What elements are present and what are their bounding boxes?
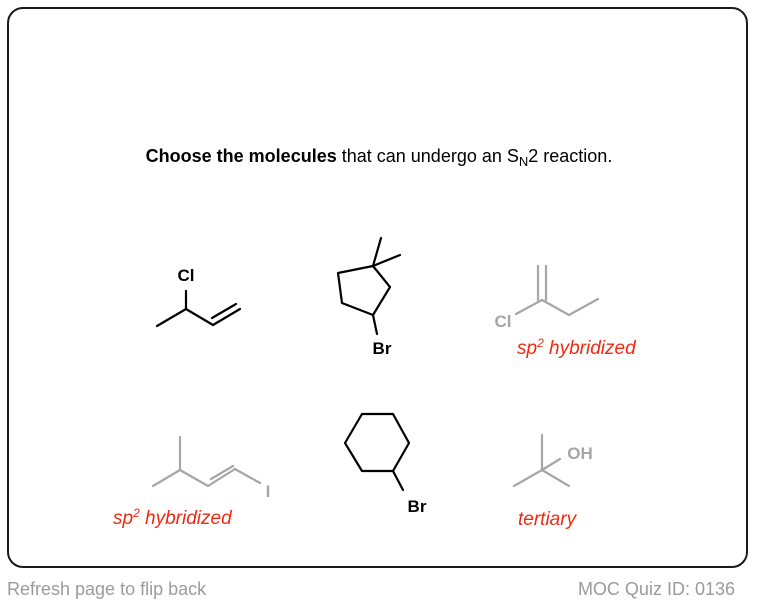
question-part2: 2 reaction. xyxy=(528,146,613,166)
molecule-chlorobutene-vinyl[interactable]: Cl xyxy=(495,264,600,331)
question-subscript: N xyxy=(518,154,529,169)
atom-label: OH xyxy=(567,444,593,463)
atom-label: Br xyxy=(408,497,427,516)
question-bold: Choose the molecules xyxy=(145,146,337,166)
molecule-bromo-dimethylcyclopentane[interactable]: Br xyxy=(336,236,402,358)
molecule-chlorobutene[interactable]: Cl xyxy=(155,266,242,328)
quiz-id: MOC Quiz ID: 0136 xyxy=(577,579,735,599)
note-sp2-hybridized: sp2 hybridized xyxy=(517,336,636,359)
question-text: Choose the molecules that can undergo an… xyxy=(0,146,758,169)
molecule-iodo-methylbutene[interactable]: I xyxy=(151,435,271,501)
atom-label: Cl xyxy=(495,312,512,331)
question-part1: that can undergo an S xyxy=(336,146,519,166)
molecule-tert-butanol[interactable]: OH xyxy=(512,433,593,488)
note-sp2-hybridized: sp2 hybridized xyxy=(113,506,232,529)
refresh-hint: Refresh page to flip back xyxy=(7,579,207,599)
atom-label: Br xyxy=(373,339,392,358)
molecule-bromocyclohexane[interactable]: Br xyxy=(343,412,427,516)
atom-label: I xyxy=(266,482,271,501)
note-tertiary: tertiary xyxy=(518,509,577,530)
quiz-card xyxy=(7,7,748,568)
atom-label: Cl xyxy=(178,266,195,285)
